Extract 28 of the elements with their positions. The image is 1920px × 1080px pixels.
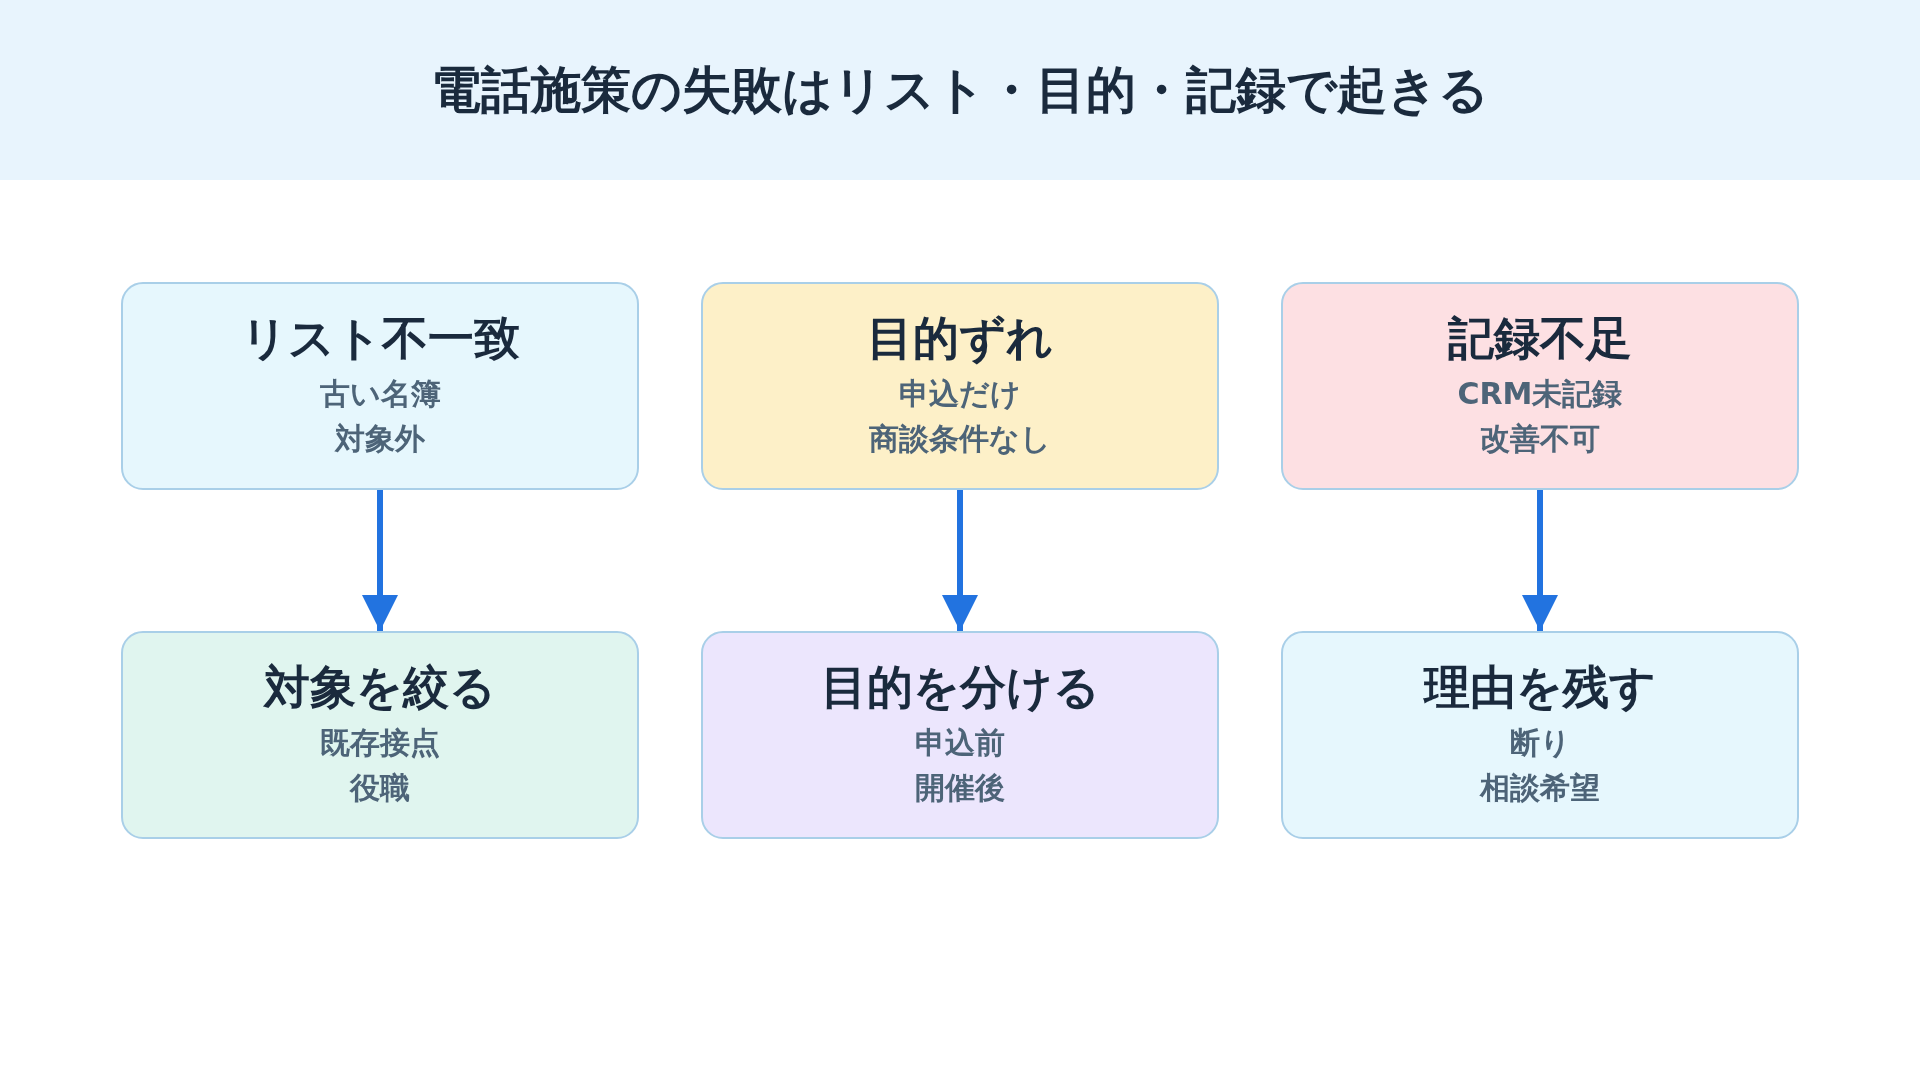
card-point: CRM未記録	[1457, 374, 1623, 413]
arrow	[942, 490, 978, 631]
card-heading: 対象を絞る	[264, 660, 496, 716]
card-point: 商談条件なし	[869, 419, 1051, 458]
card-heading: 理由を残す	[1424, 660, 1656, 716]
card	[121, 631, 639, 839]
card	[701, 282, 1219, 490]
card-point: 古い名簿	[319, 374, 441, 413]
card-point: 開催後	[915, 768, 1005, 807]
card-point: 申込だけ	[899, 374, 1021, 413]
card-heading: リスト不一致	[240, 311, 520, 367]
card-point: 申込前	[915, 723, 1005, 762]
card	[1281, 631, 1799, 839]
card	[121, 282, 639, 490]
arrow	[362, 490, 398, 631]
card-heading: 記録不足	[1448, 311, 1632, 367]
title: 電話施策の失敗はリスト・目的・記録で起きる	[431, 59, 1489, 121]
card-heading: 目的を分ける	[820, 660, 1100, 716]
card-point: 断り	[1509, 723, 1571, 762]
card-heading: 目的ずれ	[867, 311, 1053, 367]
card-point: 役職	[350, 768, 410, 807]
card-point: 改善不可	[1480, 419, 1600, 458]
arrow	[1522, 490, 1558, 631]
card	[701, 631, 1219, 839]
card-point: 相談希望	[1480, 768, 1600, 807]
card	[1281, 282, 1799, 490]
card-point: 既存接点	[320, 723, 440, 762]
card-point: 対象外	[335, 419, 425, 458]
